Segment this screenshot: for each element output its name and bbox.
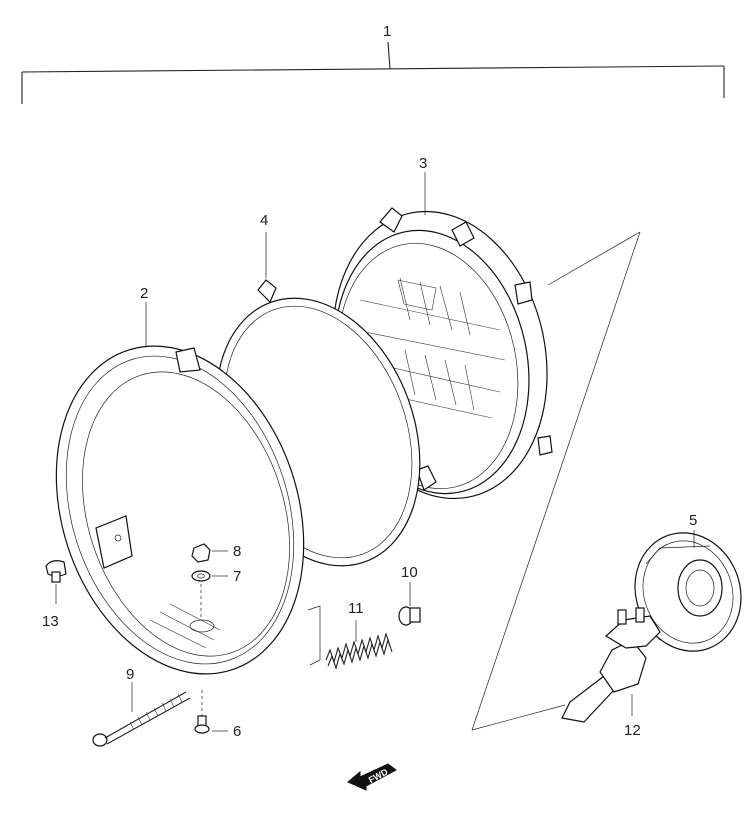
callout-6: 6 bbox=[233, 723, 241, 740]
callout-13: 13 bbox=[42, 613, 59, 630]
callout-9: 9 bbox=[126, 666, 134, 683]
callout-3: 3 bbox=[419, 155, 427, 172]
nut bbox=[191, 543, 228, 563]
callout-8: 8 bbox=[233, 543, 241, 560]
callout-4: 4 bbox=[260, 212, 268, 229]
bolt bbox=[45, 560, 67, 604]
guide-lines bbox=[471, 231, 641, 731]
long-screw bbox=[92, 682, 191, 747]
callout-7: 7 bbox=[233, 568, 241, 585]
callout-10: 10 bbox=[401, 564, 418, 581]
headlamp-bulb bbox=[561, 607, 661, 723]
callout-1: 1 bbox=[383, 23, 391, 40]
callout-11: 11 bbox=[348, 600, 364, 617]
callout-5: 5 bbox=[689, 512, 697, 529]
adjuster-spring bbox=[307, 605, 393, 670]
headlamp-rim bbox=[55, 345, 305, 675]
adjuster-nut bbox=[398, 582, 421, 626]
callout-2: 2 bbox=[140, 285, 148, 302]
callout-12: 12 bbox=[624, 722, 641, 739]
assembly-bracket bbox=[21, 41, 725, 104]
washer bbox=[191, 570, 228, 582]
small-screw bbox=[194, 690, 228, 734]
bulb-socket bbox=[634, 530, 742, 652]
fwd-arrow: FWD bbox=[347, 763, 397, 791]
